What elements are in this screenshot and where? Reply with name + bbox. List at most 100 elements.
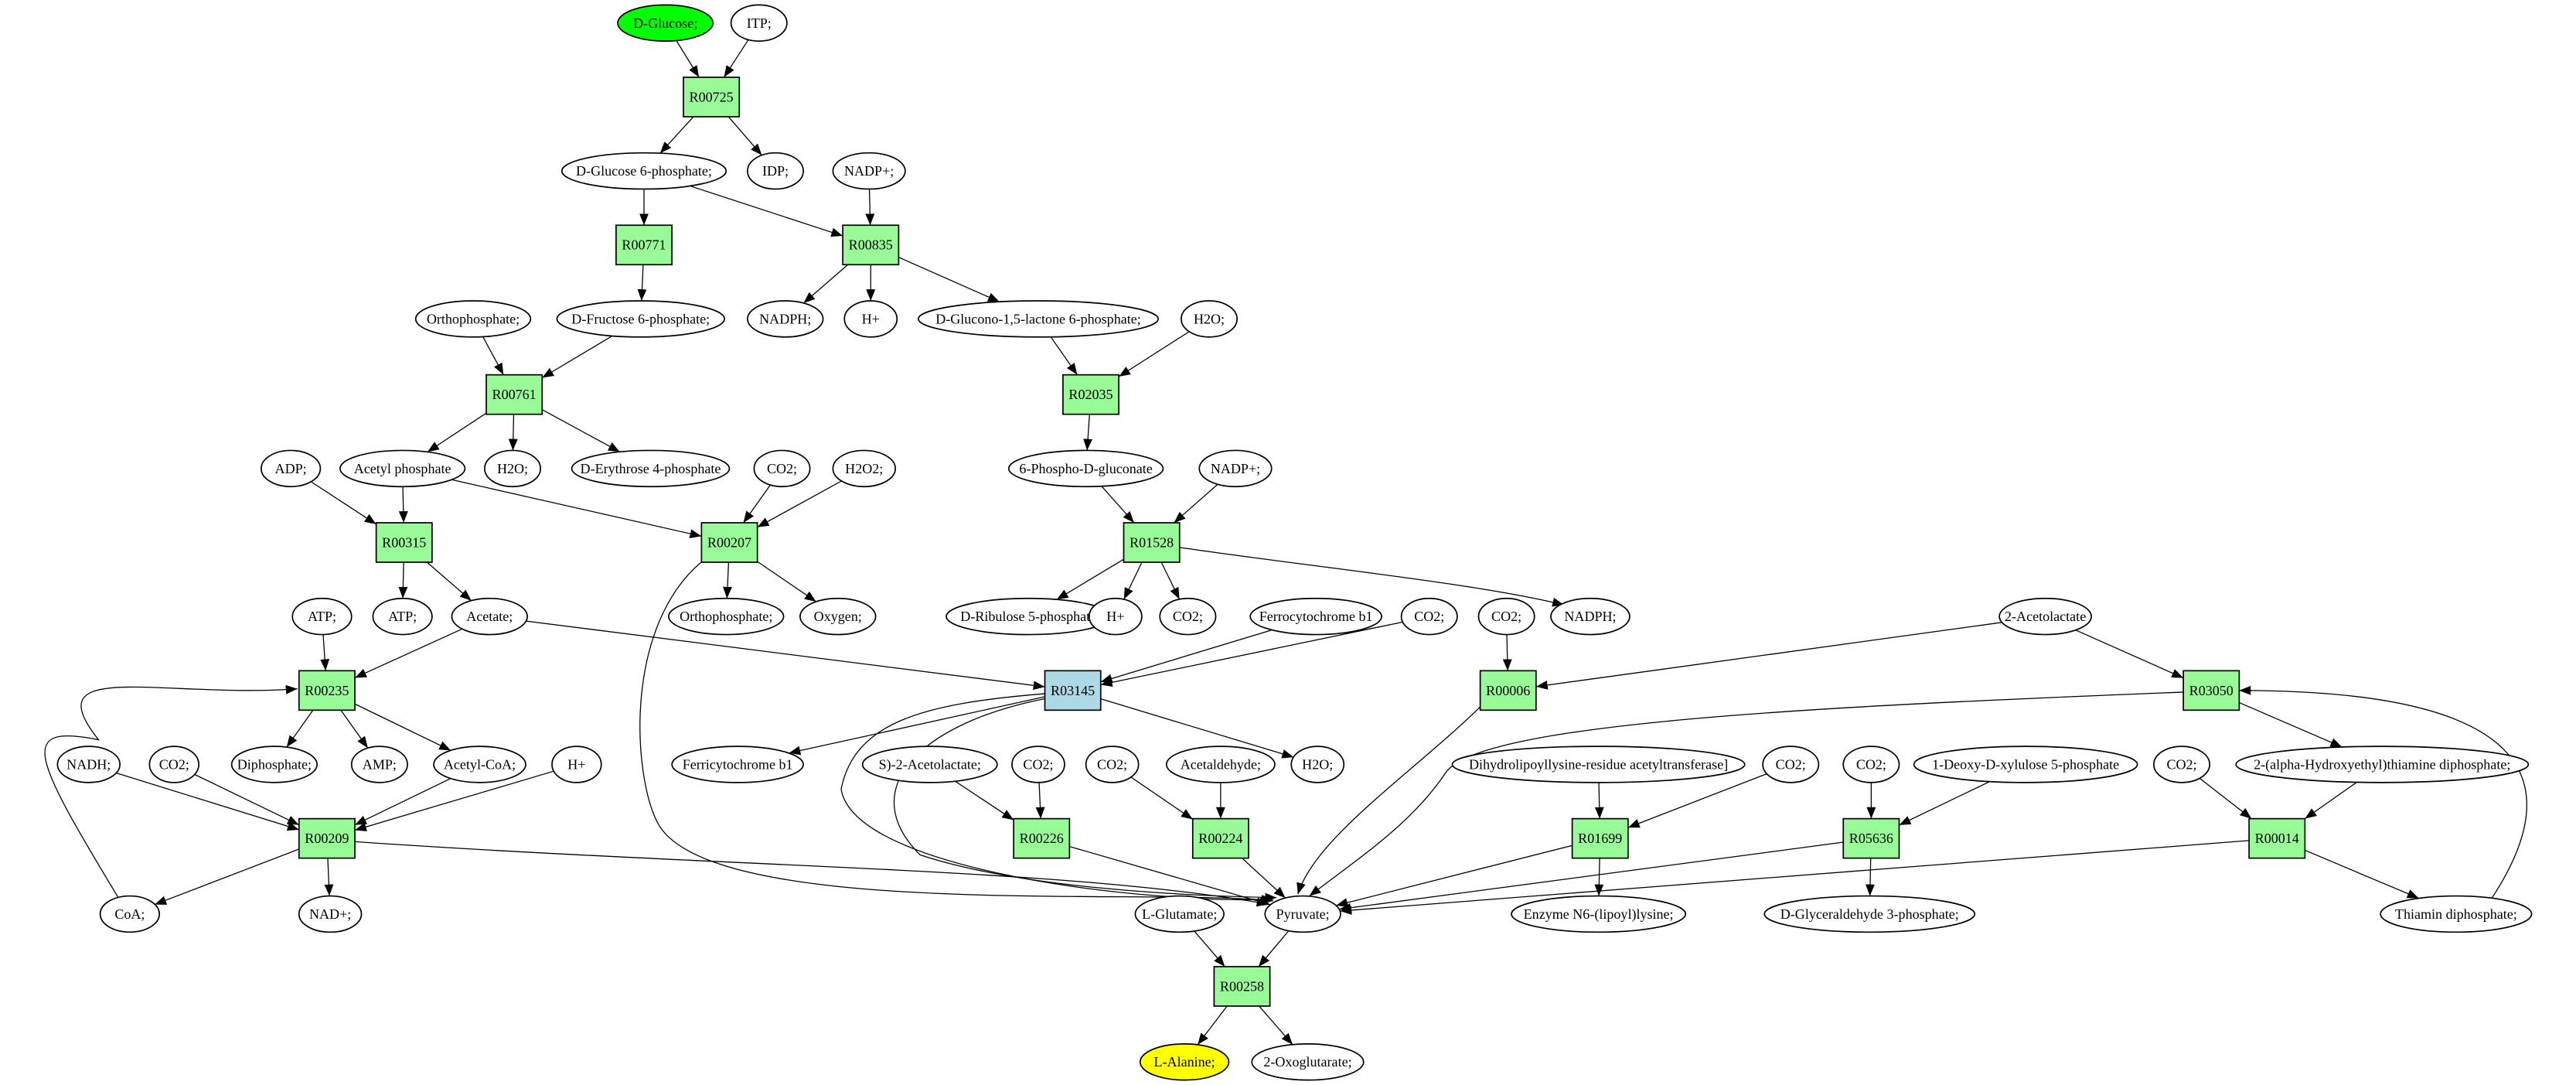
reaction-node[interactable]: R00258 xyxy=(1213,966,1271,1007)
compound-ellipse xyxy=(617,4,714,42)
compound-node[interactable]: Ferrocytochrome b1 xyxy=(1249,597,1382,636)
compound-node[interactable]: D-Glucose; xyxy=(617,4,714,42)
compound-node[interactable]: NADPH; xyxy=(1550,597,1630,636)
compound-node[interactable]: Acetyl phosphate xyxy=(339,449,466,488)
reaction-node[interactable]: R00315 xyxy=(375,522,433,563)
compound-node[interactable]: NAD+; xyxy=(298,895,363,933)
compound-node[interactable]: ATP; xyxy=(372,597,433,636)
compound-node[interactable]: CO2; xyxy=(1400,597,1458,636)
compound-node[interactable]: CO2; xyxy=(1762,746,1820,783)
compound-node[interactable]: 2-Acetolactate xyxy=(1998,597,2092,636)
compound-node[interactable]: CoA; xyxy=(99,895,160,933)
compound-label: 2-(alpha-Hydroxyethyl)thiamine diphospha… xyxy=(2254,756,2510,773)
compound-node[interactable]: CO2; xyxy=(1842,746,1900,783)
reaction-box xyxy=(2182,670,2240,711)
reaction-node[interactable]: R00725 xyxy=(683,77,741,118)
compound-label: Acetate; xyxy=(466,609,513,624)
reaction-node[interactable]: R02035 xyxy=(1062,374,1119,415)
compound-node[interactable]: S)-2-Acetolactate; xyxy=(861,746,998,783)
compound-node[interactable]: CO2; xyxy=(2153,746,2210,783)
edge-R00725-to-idp xyxy=(727,116,762,156)
compound-node[interactable]: 1-Deoxy-D-xylulose 5-phosphate xyxy=(1913,746,2138,783)
compound-node[interactable]: H2O; xyxy=(1181,300,1238,338)
compound-node[interactable]: L-Alanine; xyxy=(1139,1043,1230,1081)
compound-node[interactable]: H+ xyxy=(843,300,898,338)
compound-node[interactable]: L-Glutamate; xyxy=(1134,895,1225,933)
reaction-node[interactable]: R00226 xyxy=(1013,817,1071,859)
compound-node[interactable]: H+ xyxy=(1089,597,1143,636)
reaction-node[interactable]: R00207 xyxy=(700,522,758,563)
compound-node[interactable]: Ferricytochrome b1 xyxy=(671,746,804,783)
compound-node[interactable]: D-Fructose 6-phosphate; xyxy=(556,300,725,338)
compound-ellipse xyxy=(1134,895,1225,933)
compound-node[interactable]: IDP; xyxy=(747,152,804,190)
compound-node[interactable]: CO2; xyxy=(1011,746,1065,783)
compound-node[interactable]: D-Glyceraldehyde 3-phosphate; xyxy=(1763,895,1976,933)
compound-label: AMP; xyxy=(363,756,397,772)
reaction-node[interactable]: R03050 xyxy=(2182,670,2240,711)
reaction-node[interactable]: R00761 xyxy=(486,374,543,415)
edge-R00315-to-acetate xyxy=(426,561,472,602)
compound-node[interactable]: ADP; xyxy=(261,449,322,488)
edge-R00014-to-pyr xyxy=(1340,840,2250,915)
compound-ellipse xyxy=(1763,895,1976,933)
compound-node[interactable]: H2O2; xyxy=(832,449,896,488)
compound-ellipse xyxy=(484,449,541,488)
compound-node[interactable]: Oxygen; xyxy=(799,597,877,636)
compound-ellipse xyxy=(1477,597,1535,636)
reaction-node[interactable]: R00014 xyxy=(2248,817,2306,859)
compound-node[interactable]: CO2; xyxy=(148,746,199,783)
reaction-node[interactable]: R00835 xyxy=(842,224,900,266)
compound-node[interactable]: CO2; xyxy=(1159,597,1217,636)
compound-node[interactable]: AMP; xyxy=(350,746,408,783)
compound-node[interactable]: Orthophosphate; xyxy=(414,300,532,338)
edge-R05636-to-pyr xyxy=(1339,841,1844,913)
compound-node[interactable]: Thiamin diphosphate; xyxy=(2380,895,2533,933)
reaction-node[interactable]: R01528 xyxy=(1123,522,1181,563)
compound-node[interactable]: CO2; xyxy=(753,449,811,488)
reaction-node[interactable]: R03145 xyxy=(1044,670,1102,711)
compound-node[interactable]: ITP; xyxy=(730,4,788,42)
compound-node[interactable]: Acetate; xyxy=(451,597,528,636)
compound-node[interactable]: Dihydrolipoyllysine-residue acetyltransf… xyxy=(1451,746,1746,783)
compound-label: ATP; xyxy=(308,609,336,624)
edge-R02035-to-6pg xyxy=(1083,414,1093,451)
compound-node[interactable]: D-Glucose 6-phosphate; xyxy=(561,152,727,190)
compound-node[interactable]: Diphosphate; xyxy=(230,746,318,783)
compound-label: D-Fructose 6-phosphate; xyxy=(571,311,710,326)
reaction-node[interactable]: R00235 xyxy=(298,670,356,711)
compound-node[interactable]: Enzyme N6-(lipoyl)lysine; xyxy=(1511,895,1687,933)
reaction-node[interactable]: R00224 xyxy=(1191,817,1249,859)
compound-node[interactable]: H2O; xyxy=(484,449,541,488)
compound-node[interactable]: Acetaldehyde; xyxy=(1165,746,1276,783)
compound-node[interactable]: ATP; xyxy=(291,597,353,636)
compound-node[interactable]: NADH; xyxy=(56,746,121,783)
reaction-node[interactable]: R00771 xyxy=(615,224,673,266)
reaction-node[interactable]: R05636 xyxy=(1842,817,1900,859)
compound-node[interactable]: NADP+; xyxy=(832,152,906,190)
reaction-node[interactable]: R00209 xyxy=(298,817,356,859)
compound-node[interactable]: Pyruvate; xyxy=(1264,895,1341,933)
compound-node[interactable]: CO2; xyxy=(1477,597,1535,636)
compound-node[interactable]: NADP+; xyxy=(1198,449,1273,488)
compound-node[interactable]: D-Ribulose 5-phosphate xyxy=(946,597,1112,636)
compound-node[interactable]: 2-Oxoglutarate; xyxy=(1251,1043,1365,1081)
compound-label: D-Ribulose 5-phosphate xyxy=(960,609,1096,624)
edge-acl-to-R03050 xyxy=(2075,630,2184,679)
compound-node[interactable]: H+ xyxy=(551,746,602,783)
compound-node[interactable]: H2O; xyxy=(1290,746,1345,783)
reaction-node[interactable]: R00006 xyxy=(1479,670,1537,711)
compound-node[interactable]: NADPH; xyxy=(747,300,824,338)
compound-node[interactable]: 2-(alpha-Hydroxyethyl)thiamine diphospha… xyxy=(2235,746,2530,783)
compound-node[interactable]: CO2; xyxy=(1085,746,1140,783)
compound-node[interactable]: Orthophosphate; xyxy=(668,597,785,636)
edge-gl6p-to-R02035 xyxy=(1050,336,1078,376)
compound-ellipse xyxy=(261,449,322,488)
compound-node[interactable]: D-Erythrose 4-phosphate xyxy=(571,449,731,488)
edge-R00761-to-e4p xyxy=(541,409,621,452)
edge-h3-to-R00209 xyxy=(354,770,554,831)
compound-node[interactable]: Acetyl-CoA; xyxy=(433,746,526,783)
reaction-node[interactable]: R01699 xyxy=(1571,817,1629,859)
compound-node[interactable]: D-Glucono-1,5-lactone 6-phosphate; xyxy=(918,300,1159,338)
compound-node[interactable]: 6-Phospho-D-gluconate xyxy=(1007,449,1164,488)
